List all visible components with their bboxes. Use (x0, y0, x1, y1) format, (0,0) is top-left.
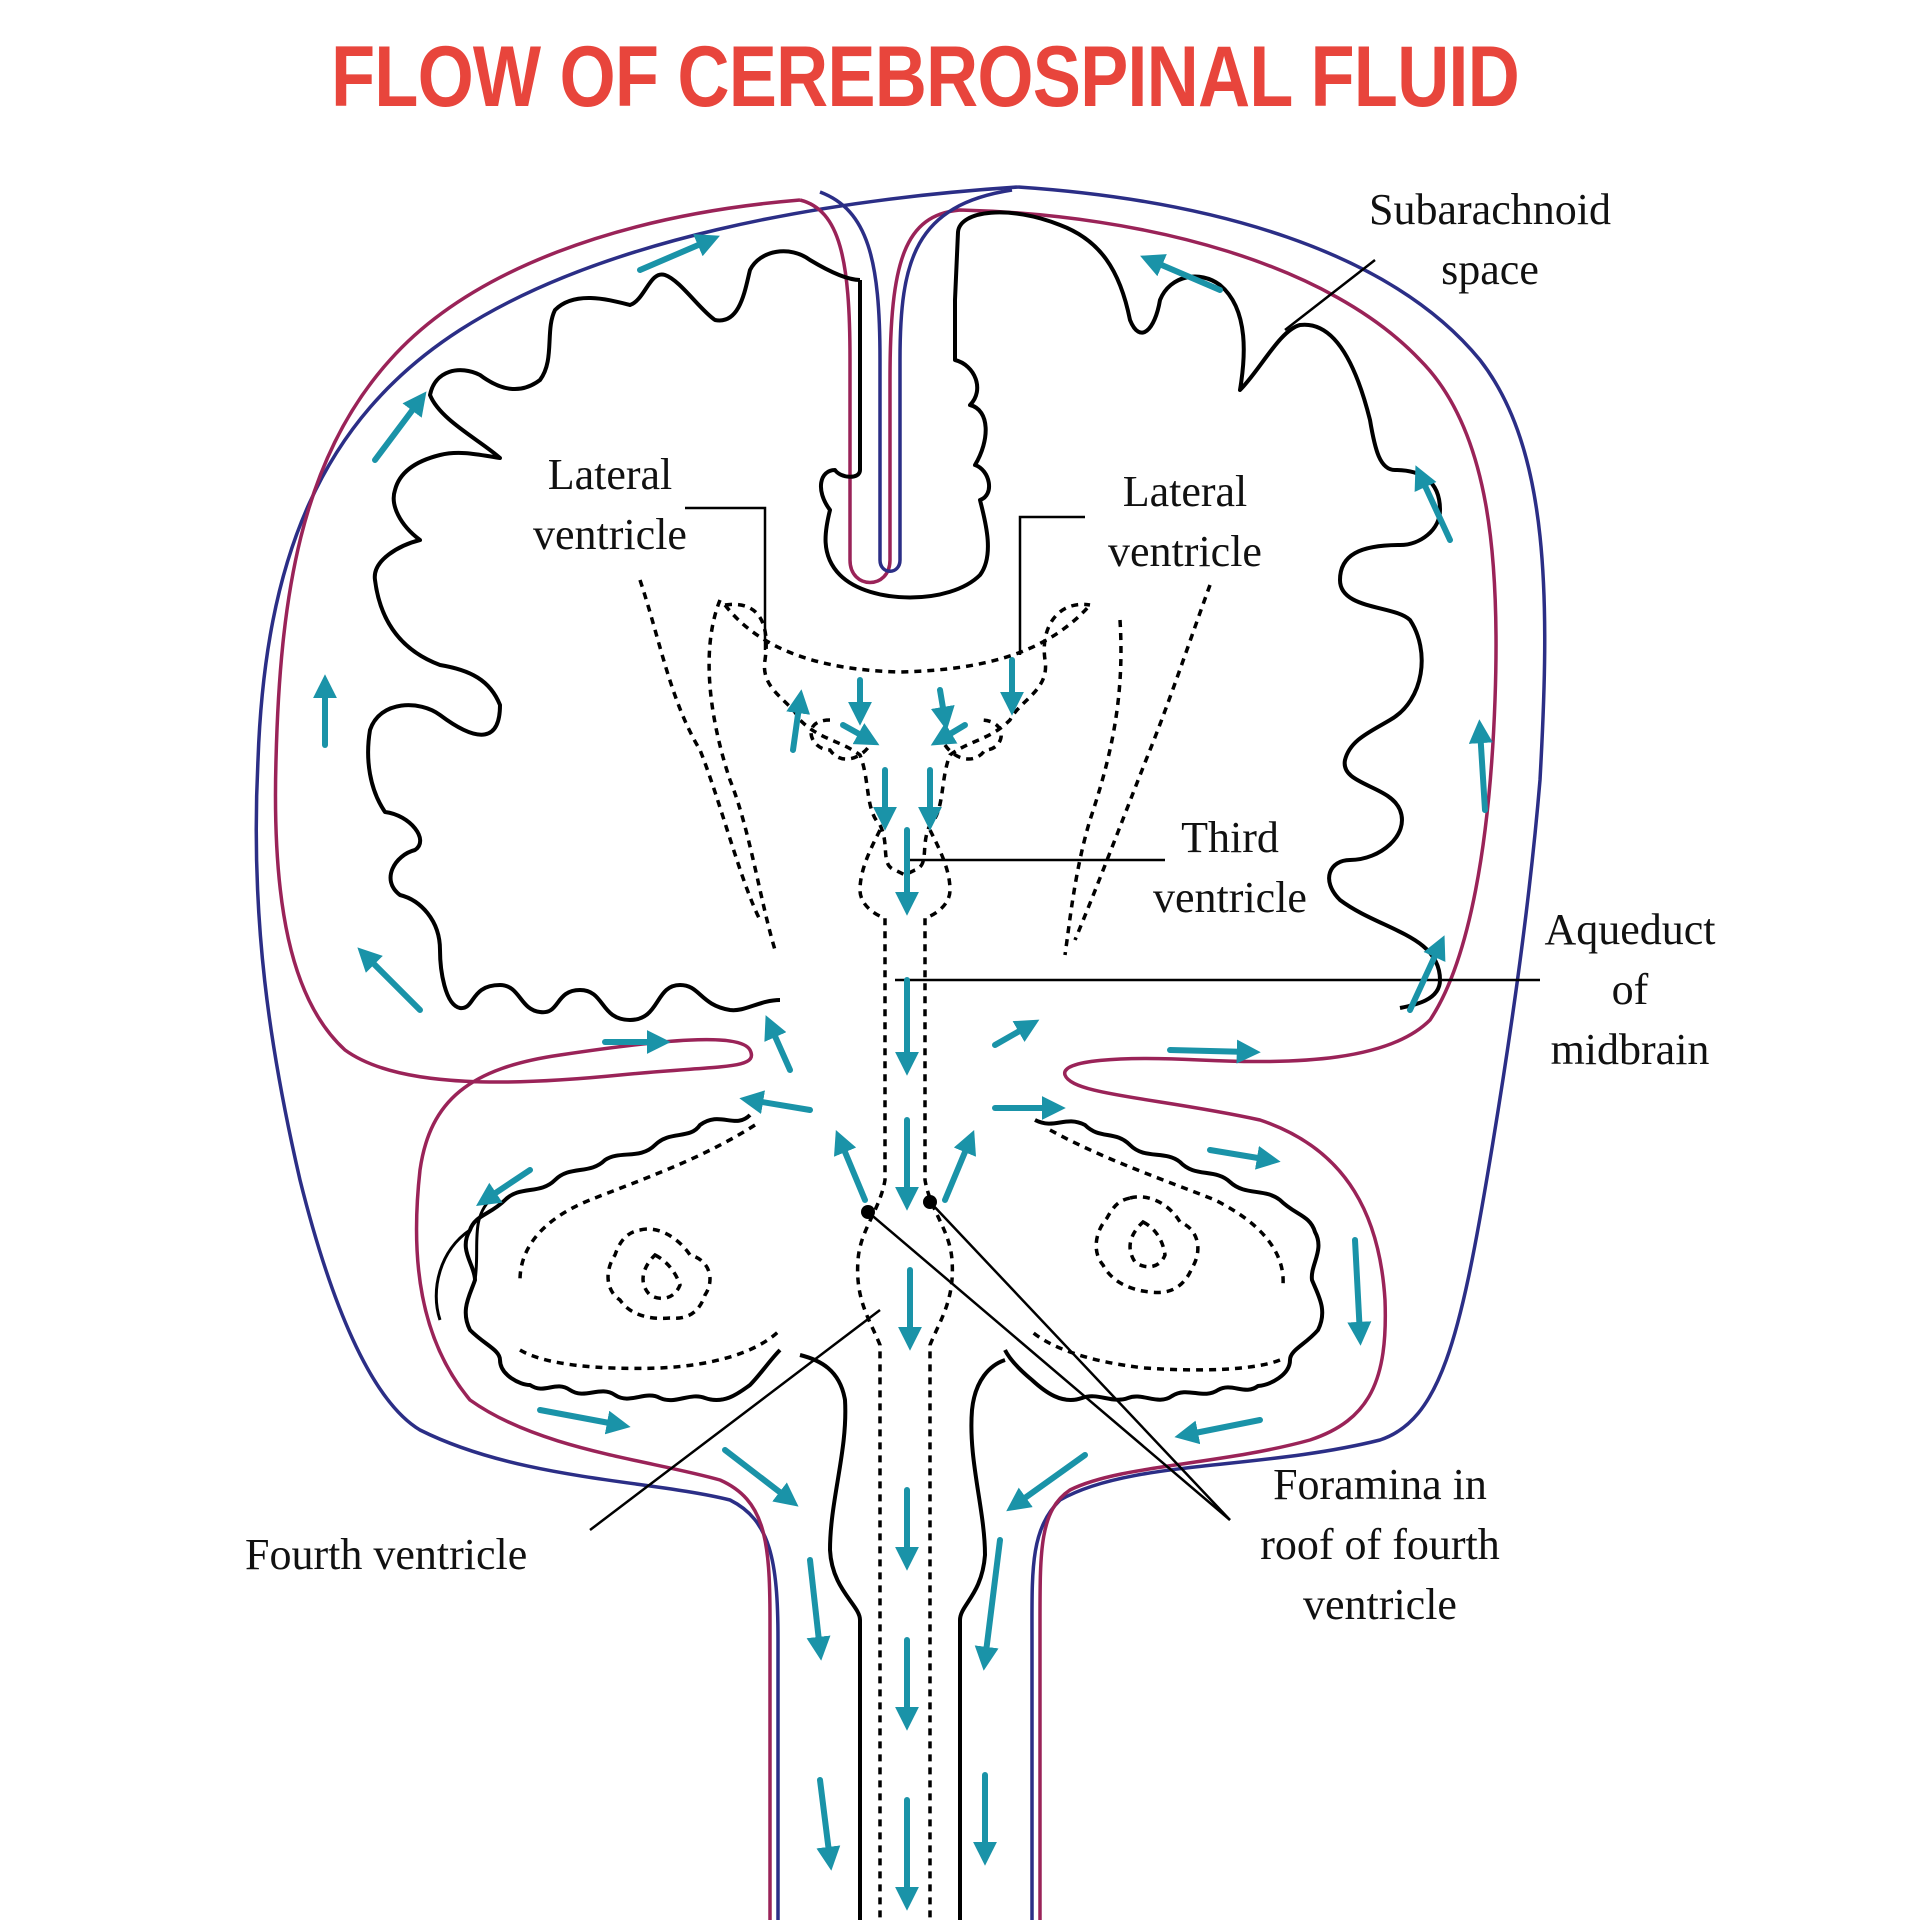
choroid-right (943, 718, 1003, 761)
dura-outline (254, 185, 1547, 1920)
flow-arrow-icon (739, 1090, 813, 1115)
flow-arrow-icon (372, 391, 427, 463)
third-ventricle (855, 829, 887, 1920)
flow-arrow-icon (1347, 1237, 1372, 1346)
cerebellum-left (434, 1113, 782, 1403)
cerebrum-outline (366, 210, 1442, 1022)
brainstem-outline (799, 1353, 1006, 1920)
leader-lateral-left (685, 506, 767, 650)
flow-arrow-icon (942, 1130, 976, 1203)
leader-foramina-1 (867, 1211, 1231, 1521)
dentate-right (1094, 1195, 1200, 1295)
falx-fold (819, 188, 1013, 573)
leader-fourth (589, 1309, 881, 1531)
flow-arrow-icon (357, 947, 423, 1013)
leader-subarachnoid (1284, 259, 1376, 331)
flow-arrow-icon (930, 722, 968, 746)
label-fourth-ventricle: Fourth ventricle (245, 1530, 528, 1579)
cerebellum-right (1003, 1118, 1325, 1402)
arachnoid-outline (273, 198, 1498, 1920)
flow-arrow-icon (1414, 465, 1453, 543)
leader-foramina-2 (929, 1201, 1231, 1521)
flow-arrow-icon (816, 1777, 841, 1871)
flow-arrow-icon (722, 1447, 799, 1507)
flow-arrow-icon (1468, 719, 1493, 813)
flow-arrow-icon (806, 1557, 831, 1661)
flow-arrow-icon (637, 234, 720, 273)
flow-arrows (313, 234, 1493, 1911)
flow-arrow-icon (1006, 1452, 1088, 1512)
leader-lines (589, 259, 1540, 1531)
flow-arrow-icon (476, 1167, 533, 1206)
choroid-left (809, 718, 872, 761)
flow-arrow-icon (840, 722, 880, 746)
flow-arrow-icon (1207, 1145, 1281, 1170)
leader-lateral-right (1018, 515, 1085, 655)
flow-arrow-icon (1140, 254, 1223, 293)
flow-arrow-icon (992, 1019, 1040, 1048)
cerebellum-inner-left (518, 1123, 782, 1371)
flow-arrow-icon (764, 1015, 793, 1073)
lateral-outer-left (638, 579, 762, 921)
cerebellum-inner-right (1028, 1128, 1285, 1372)
dentate-left (606, 1227, 712, 1321)
flow-arrow-icon (1407, 935, 1446, 1013)
flow-arrow-icon (1174, 1417, 1263, 1445)
lateral-outer-right (1073, 584, 1212, 941)
flow-arrow-icon (930, 687, 955, 731)
flow-arrow-icon (537, 1407, 631, 1435)
flow-arrow-icon (974, 1537, 1003, 1671)
ventricles-dotted (518, 579, 1285, 1920)
page-title: FLOW OF CEREBROSPINAL FLUID (331, 29, 1520, 125)
flow-arrow-icon (834, 1130, 868, 1203)
flow-arrow-icon (1167, 1039, 1261, 1064)
lateral-ventricles (724, 602, 1091, 877)
flow-arrow-icon (786, 689, 811, 753)
